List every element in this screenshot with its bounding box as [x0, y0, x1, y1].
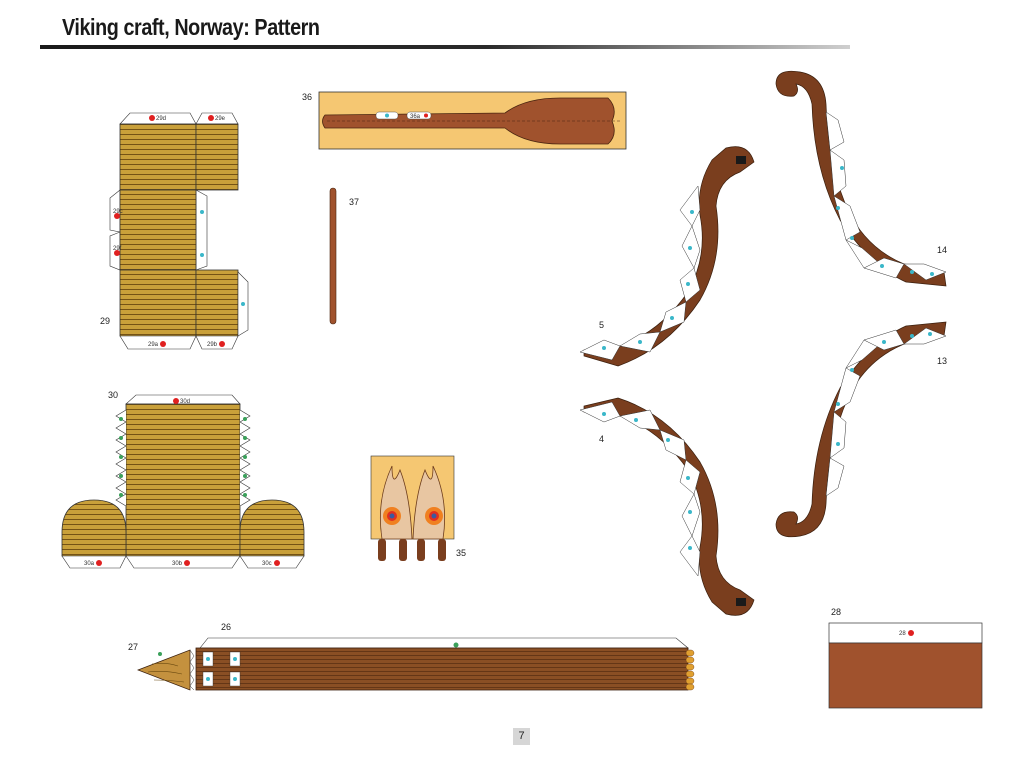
glue-label-30c: 30c: [262, 561, 272, 567]
piece-5: [579, 146, 755, 367]
piece-13: [775, 321, 947, 538]
piece-number-30: 30: [108, 390, 119, 400]
glue-label-30d: 30d: [180, 399, 190, 405]
piece-number-26: 26: [221, 622, 232, 632]
piece-35: [370, 455, 455, 561]
piece-number-5: 5: [599, 320, 605, 330]
piece-14: [775, 70, 947, 287]
glue-label-29c: 29c: [113, 209, 123, 215]
glue-label-29d: 29d: [156, 116, 166, 122]
glue-label-29f: 29f: [113, 246, 122, 252]
glue-label-28: 28: [899, 631, 906, 637]
page-number: 7: [513, 728, 530, 745]
piece-27: [137, 649, 195, 691]
piece-number-37: 37: [349, 197, 360, 207]
piece-number-35: 35: [456, 548, 467, 558]
glue-label-30b: 30b: [172, 561, 183, 567]
glue-label-29b: 29b: [207, 342, 218, 348]
glue-label-30a: 30a: [84, 561, 95, 567]
piece-28: 28: [828, 622, 983, 709]
glue-label-36a: 36a: [410, 114, 421, 120]
piece-30: 30d 30a 30b 30c: [61, 394, 305, 569]
piece-number-4: 4: [599, 434, 605, 444]
piece-number-13: 13: [937, 356, 948, 366]
piece-4: [579, 397, 755, 616]
piece-37: [329, 187, 337, 325]
piece-36: 36a: [318, 91, 627, 150]
piece-29: 29d 29e 29c 29f 29a 29b: [109, 112, 249, 350]
glue-label-29a: 29a: [148, 342, 159, 348]
piece-number-14: 14: [937, 245, 948, 255]
piece-number-29: 29: [100, 316, 111, 326]
piece-number-27: 27: [128, 642, 139, 652]
title-rule: [40, 45, 850, 49]
page-title: Viking craft, Norway: Pattern: [62, 14, 320, 40]
piece-number-36: 36: [302, 92, 313, 102]
glue-label-29e: 29e: [215, 116, 226, 122]
piece-number-28: 28: [831, 607, 842, 617]
piece-26: [195, 637, 695, 691]
